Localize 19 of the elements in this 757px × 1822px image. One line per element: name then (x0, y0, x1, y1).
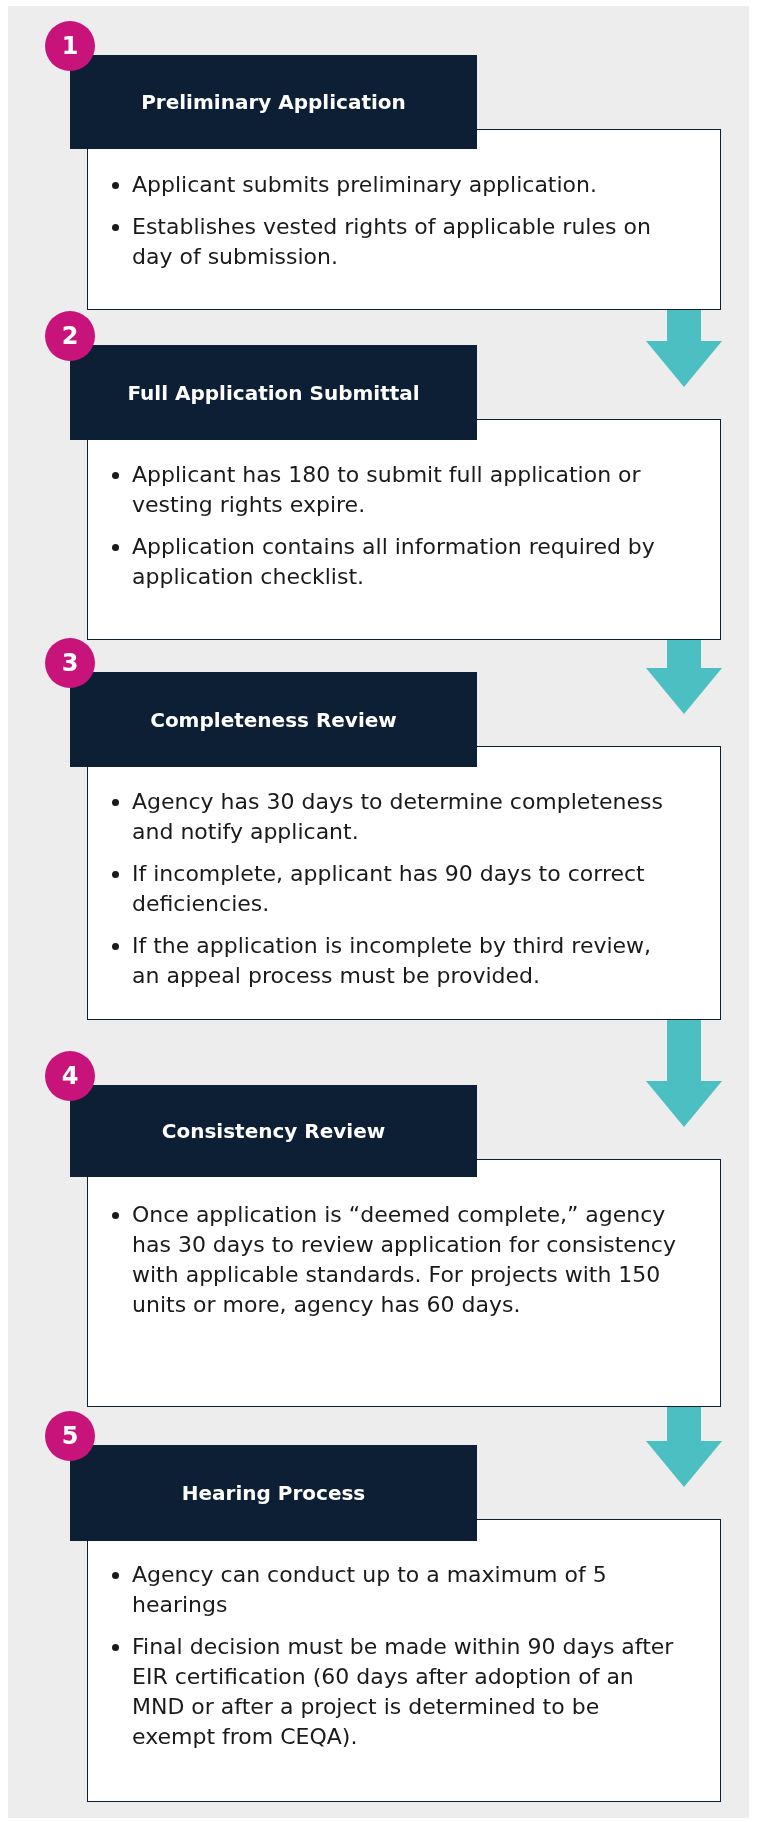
step-heading: Completeness Review (70, 672, 477, 767)
step-heading: Consistency Review (70, 1085, 477, 1177)
bullet-text: Establishes vested rights of applicable rules on day of submission. (132, 214, 651, 269)
bullet-text: If incomplete, applicant has 90 days to correct deficiencies. (132, 861, 645, 916)
bullet-text: Once application is “deemed complete,” agency has 30 days to review application for consistency with applicable standards. For projects with 150 units or more, agency has 60 days. (132, 1202, 676, 1317)
step-heading: Full Application Submittal (70, 345, 477, 440)
down-arrow (646, 640, 722, 714)
down-arrow (646, 310, 722, 387)
bullet-text: Applicant has 180 to submit full application or vesting rights expire. (132, 462, 641, 517)
bullet-text: If the application is incomplete by third review, an appeal process must be provided. (132, 933, 652, 988)
bullet-text: Final decision must be made within 90 days after EIR certification (60 days after adoption of an MND or after a project is determined to be exempt from CEQA). (132, 1634, 674, 1749)
down-arrow (646, 1020, 722, 1127)
bullet-text: Application contains all information required by application checklist. (132, 534, 655, 589)
bullet-text: Agency has 30 days to determine completeness and notify applicant. (132, 789, 663, 844)
bullet-text: Applicant submits preliminary application. (132, 172, 597, 197)
bullet-text: Agency can conduct up to a maximum of 5 hearings (132, 1562, 607, 1617)
step-heading: Preliminary Application (70, 55, 477, 149)
step-heading: Hearing Process (70, 1445, 477, 1541)
down-arrow (646, 1407, 722, 1487)
